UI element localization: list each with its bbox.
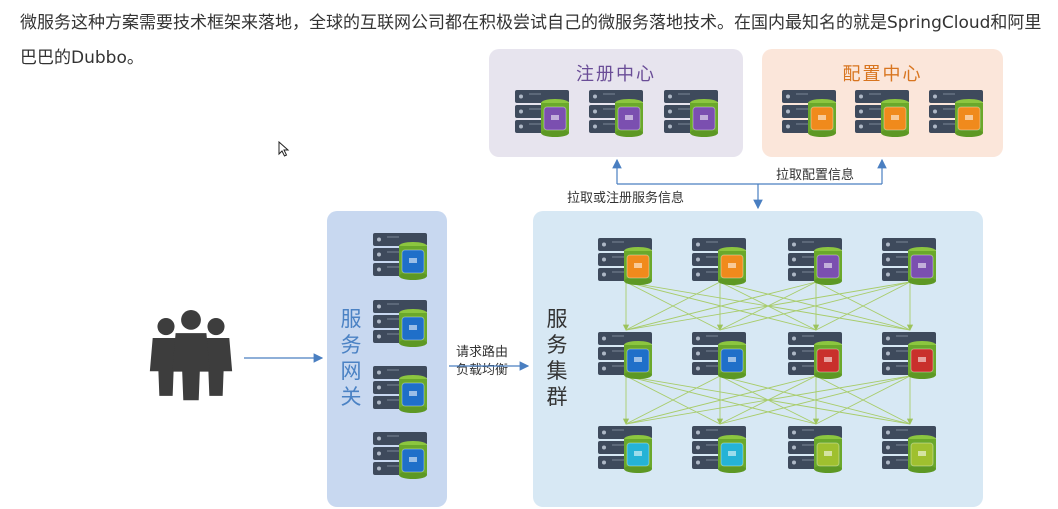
cluster-server-r1c1 — [598, 238, 652, 285]
service-gateway-title: 服务网关 — [340, 307, 362, 409]
registry-server-1 — [515, 90, 569, 137]
users-icon — [149, 310, 233, 401]
mouse-cursor-icon — [278, 141, 290, 157]
registry-center-title: 注册中心 — [576, 64, 656, 85]
config-server-3 — [929, 90, 983, 137]
cluster-server-r2c4 — [882, 332, 936, 379]
routing-label-line2: 负载均衡 — [456, 363, 509, 378]
config-server-2 — [855, 90, 909, 137]
cluster-server-r3c4 — [882, 426, 936, 473]
cluster-server-r1c4 — [882, 238, 936, 285]
config-server-1 — [782, 90, 836, 137]
registry-server-3 — [664, 90, 718, 137]
cluster-server-r3c1 — [598, 426, 652, 473]
gateway-server-2 — [373, 300, 427, 347]
gateway-server-3 — [373, 366, 427, 413]
config-flow-label: 拉取配置信息 — [776, 168, 855, 183]
cluster-server-r2c3 — [788, 332, 842, 379]
registry-server-2 — [589, 90, 643, 137]
routing-label: 请求路由 负载均衡 — [456, 344, 508, 380]
cluster-server-r3c3 — [788, 426, 842, 473]
cluster-server-r2c2 — [692, 332, 746, 379]
gateway-server-1 — [373, 233, 427, 280]
cluster-server-r2c1 — [598, 332, 652, 379]
cluster-connection-mesh — [622, 281, 914, 425]
cluster-server-r3c2 — [692, 426, 746, 473]
registry-flow-label: 拉取或注册服务信息 — [567, 191, 685, 206]
service-cluster-title: 服务集群 — [546, 307, 568, 409]
config-center-title: 配置中心 — [842, 64, 923, 85]
cluster-server-r1c2 — [692, 238, 746, 285]
cluster-server-r1c3 — [788, 238, 842, 285]
intro-text: 微服务这种方案需要技术框架来落地，全球的互联网公司都在积极尝试自己的微服务落地技… — [20, 13, 1042, 68]
gateway-server-4 — [373, 432, 427, 479]
routing-label-line1: 请求路由 — [456, 345, 509, 360]
